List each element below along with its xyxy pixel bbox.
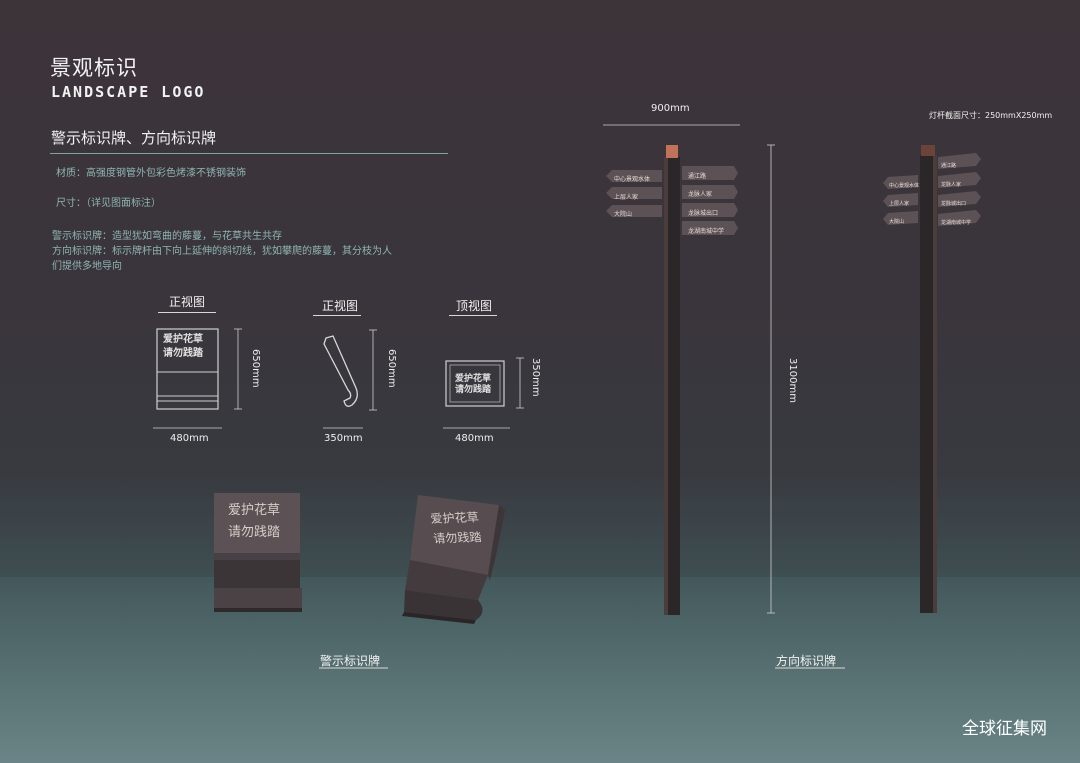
right-sign-2: 龙脉人家 (688, 191, 713, 199)
top-view-underline (449, 315, 497, 316)
watermark: 全球征集网 (962, 719, 1047, 739)
warning-sign-render-angled (402, 495, 505, 624)
right-sign-3: 龙脉城出口 (688, 209, 719, 217)
top-view-sign-line1: 爱护花草 (455, 374, 492, 384)
front-view-drawing (153, 328, 242, 429)
top-view-sign-text: 爱护花草 请勿践踏 (455, 374, 491, 396)
front-view-sign-line2: 请勿践踏 (163, 348, 203, 359)
page-title: 景观标识 (50, 56, 138, 80)
right-post-left-sign-2: 上层人家 (889, 201, 910, 207)
side-view-height-dim: 650mm (386, 349, 397, 388)
top-view-width-dim: 480mm (455, 433, 494, 444)
right-post-left-sign-texts: 中心景观水体 上层人家 大院山 (889, 177, 919, 231)
front-view-height-dim: 650mm (250, 349, 261, 388)
left-sign-3: 大院山 (614, 211, 633, 218)
right-post-left-sign-1: 中心景观水体 (889, 183, 920, 189)
top-view-drawing (443, 357, 524, 429)
right-post-left-sign-3: 大院山 (889, 219, 905, 225)
left-post-right-sign-texts: 通江路 龙脉人家 龙脉城出口 龙湖南城中学 (688, 168, 724, 241)
render-front-sign-line1: 爱护花草 (228, 503, 281, 518)
direction-sign-label: 方向标识牌 (776, 654, 837, 668)
front-view-sign-text: 爱护花草 请勿践踏 (163, 333, 203, 361)
render-angled-sign-text: 爱护花草 请勿践踏 (429, 507, 483, 548)
right-post-right-sign-1: 通江路 (941, 163, 957, 169)
left-sign-1: 中心景观水体 (614, 176, 651, 183)
render-angled-sign-line2: 请勿践踏 (432, 530, 483, 546)
page-subtitle: LANDSCAPE LOGO (51, 83, 206, 101)
size-text: 尺寸：（详见图面标注） (56, 198, 161, 209)
top-view-sign-line2: 请勿践踏 (455, 385, 492, 395)
left-sign-2: 上层人家 (614, 193, 639, 201)
render-angled-sign-line1: 爱护花草 (429, 510, 480, 526)
top-view-label: 顶视图 (455, 299, 492, 313)
right-post-right-sign-3: 龙脉城出口 (941, 201, 967, 207)
left-post-left-sign-texts: 中心景观水体 上层人家 大院山 (614, 171, 650, 224)
right-post-right-sign-4: 龙湖南城中学 (941, 220, 972, 226)
floor-reflection (0, 577, 1080, 763)
top-view-height-dim: 350mm (530, 358, 541, 397)
render-front-sign-line2: 请勿践踏 (228, 525, 281, 540)
right-sign-4: 龙湖南城中学 (688, 227, 725, 235)
section-divider (50, 153, 448, 154)
front-view-width-dim: 480mm (170, 433, 209, 444)
post-width-dim: 900mm (651, 103, 690, 114)
right-sign-1: 通江路 (688, 173, 707, 180)
warning-sign-render-front (214, 493, 302, 612)
section-title: 警示标识牌、方向标识牌 (51, 129, 217, 147)
side-view-width-dim: 350mm (324, 433, 363, 444)
front-view-underline (158, 312, 216, 313)
front-view-sign-line1: 爱护花草 (163, 334, 203, 345)
front-view-label: 正视图 (168, 295, 205, 309)
warning-description: 警示标识牌：造型犹如弯曲的藤蔓，与花草共生共存 (52, 231, 282, 242)
side-view-drawing (323, 329, 377, 429)
right-post-right-sign-2: 龙脉人家 (941, 182, 962, 188)
direction-description-line1: 方向标识牌：标示牌杆由下向上延伸的斜切线，犹如攀爬的藤蔓，其分枝为人 (52, 246, 392, 257)
direction-post-left (603, 124, 775, 615)
warning-sign-label: 警示标识牌 (320, 654, 381, 668)
material-text: 材质：高强度钢管外包彩色烤漆不锈钢装饰 (56, 168, 246, 179)
side-view-label: 正视图 (321, 299, 358, 313)
direction-description-line2: 们提供多地导向 (52, 261, 122, 272)
side-view-underline (313, 315, 361, 316)
right-post-right-sign-texts: 通江路 龙脉人家 龙脉城出口 龙湖南城中学 (941, 157, 971, 233)
direction-post-right (883, 145, 981, 613)
post-height-dim: 3100mm (787, 358, 798, 403)
post-section-note: 灯杆截面尺寸：250mmX250mm (929, 111, 1053, 120)
render-front-sign-text: 爱护花草 请勿践踏 (228, 500, 280, 544)
